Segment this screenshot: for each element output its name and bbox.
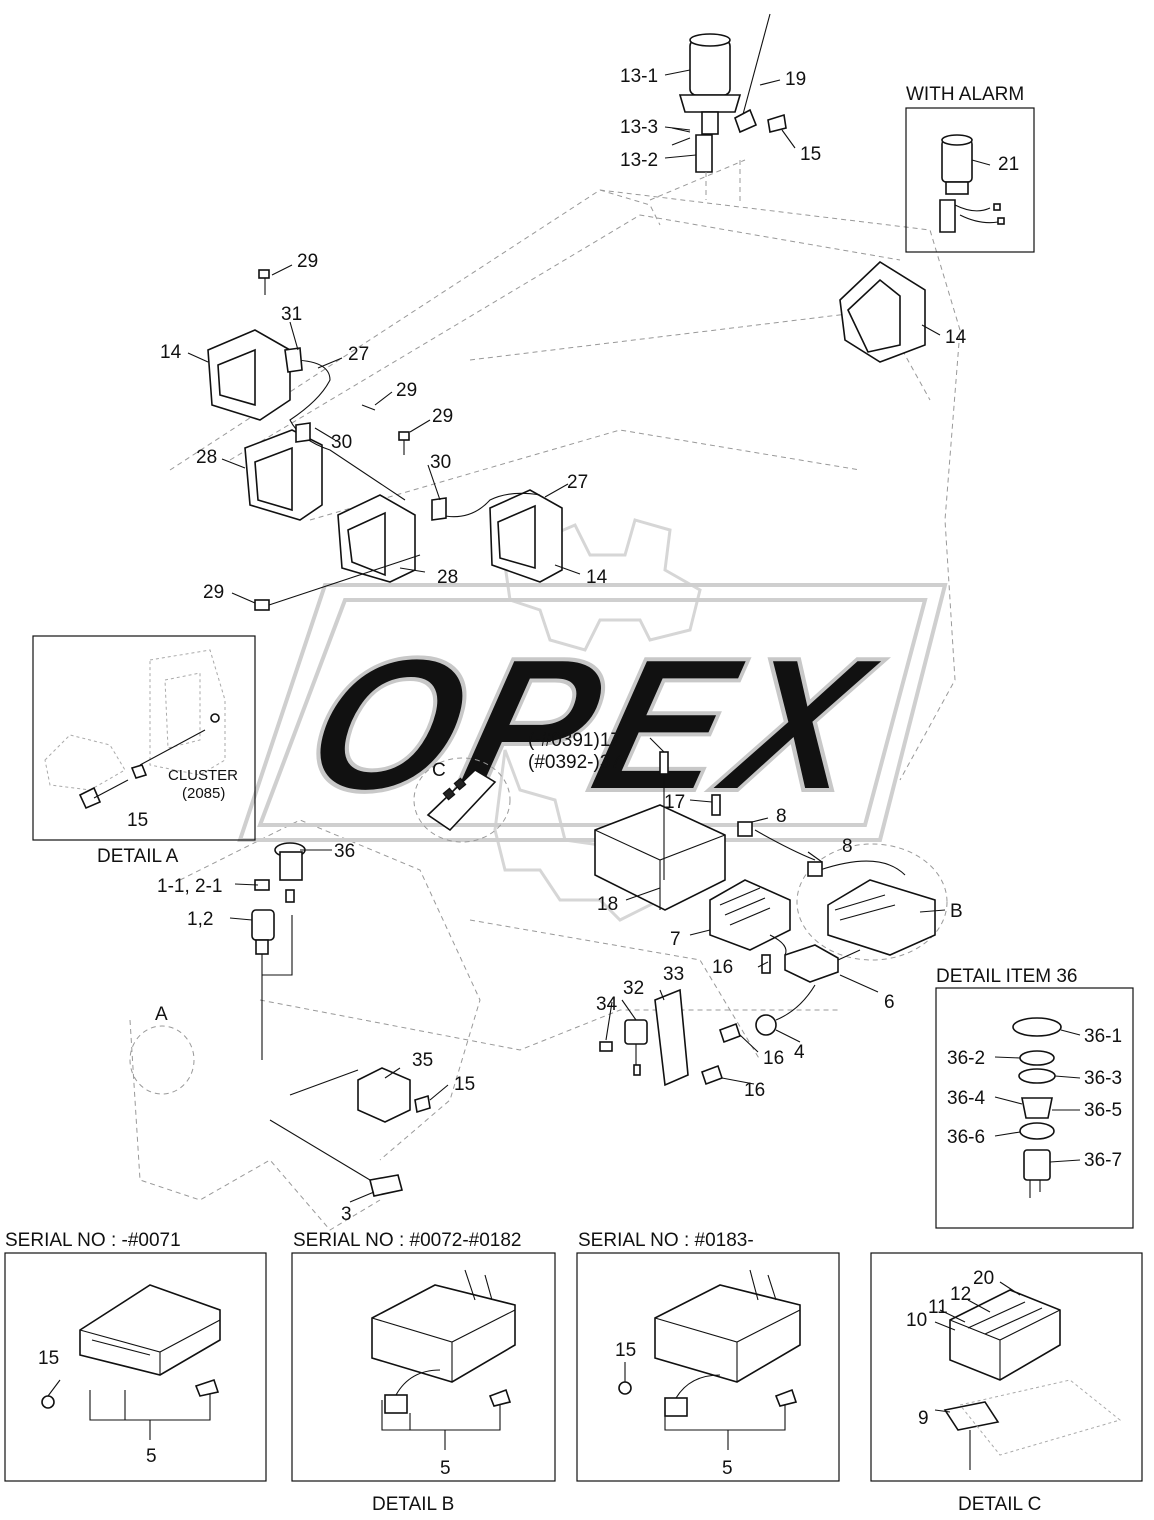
header-detail-a: DETAIL A [97, 846, 179, 867]
callout-serial2-5: 5 [440, 1458, 451, 1479]
detail-item-36-inset [935, 987, 1134, 1229]
callout-3: 3 [341, 1204, 352, 1225]
header-with-alarm: WITH ALARM [906, 84, 1024, 105]
part-callouts: 13-1 13-3 13-2 19 15 21 29 31 27 14 14 2… [38, 66, 1122, 1479]
callout-19: 19 [785, 69, 806, 90]
callout-c-12: 12 [950, 1284, 971, 1305]
callout-7: 7 [670, 929, 681, 950]
callout-29-d: 29 [203, 582, 224, 603]
header-detail-b: DETAIL B [372, 1494, 454, 1515]
callout-14-right: 14 [945, 327, 967, 348]
callout-1-2: 1,2 [187, 909, 213, 930]
cluster-number: (2085) [182, 785, 225, 802]
with-alarm-inset [905, 107, 1035, 253]
callout-36-7: 36-7 [1084, 1150, 1122, 1171]
callout-serial3-15: 15 [615, 1340, 636, 1361]
callout-36-5: 36-5 [1084, 1100, 1122, 1121]
callout-36-2: 36-2 [947, 1048, 985, 1069]
serial-inset-1 [4, 1252, 267, 1482]
callout-29-b: 29 [396, 380, 417, 401]
callout-31: 31 [281, 304, 302, 325]
section-headers: WITH ALARM DETAIL A CLUSTER (2085) DETAI… [5, 84, 1077, 1515]
watermark-text: OPEX [288, 618, 897, 831]
callout-36-3: 36-3 [1084, 1068, 1122, 1089]
callout-37-note: (#0392-)37 [528, 752, 621, 773]
callout-29-a: 29 [297, 251, 318, 272]
serial-inset-3 [576, 1252, 840, 1482]
callout-30-a: 30 [331, 432, 352, 453]
callout-serial1-15: 15 [38, 1348, 59, 1369]
callout-15-top: 15 [800, 144, 821, 165]
callout-15-cluster: 15 [127, 810, 148, 831]
header-serial-2: SERIAL NO : #0072-#0182 [293, 1230, 522, 1251]
callout-28-a: 28 [196, 447, 217, 468]
cluster-label: CLUSTER [168, 767, 238, 784]
callout-16-c: 16 [744, 1080, 765, 1101]
callout-1-1-2-1: 1-1, 2-1 [157, 876, 222, 897]
callout-33: 33 [663, 964, 684, 985]
controller-units [594, 751, 948, 1036]
switch-panel-c [413, 757, 511, 843]
callout-21: 21 [998, 154, 1019, 175]
callout-c-10: 10 [906, 1310, 927, 1331]
callout-35: 35 [412, 1050, 433, 1071]
leader-lines [47, 69, 1081, 1413]
work-lamps [207, 260, 926, 611]
callout-15-mid: 15 [454, 1074, 475, 1095]
ignition-and-socket [251, 842, 306, 1060]
callout-28-b: 28 [437, 567, 458, 588]
callout-16-a: 16 [712, 957, 733, 978]
watermark: OPEX [237, 511, 948, 922]
serial-inset-2 [291, 1252, 556, 1482]
callout-4: 4 [794, 1042, 805, 1063]
cab-outline [129, 189, 961, 1231]
callout-29-c: 29 [432, 406, 453, 427]
callout-13-2: 13-2 [620, 150, 658, 171]
lower-parts [129, 988, 742, 1197]
callout-17-note: (-#0391)17 [528, 730, 621, 751]
callout-17: 17 [664, 792, 685, 813]
callout-14-mid: 14 [586, 567, 608, 588]
callout-14-left: 14 [160, 342, 182, 363]
callout-16-b: 16 [763, 1048, 784, 1069]
callout-b: B [950, 901, 963, 922]
callout-serial1-5: 5 [146, 1446, 157, 1467]
callout-13-3: 13-3 [620, 117, 658, 138]
callout-27-a: 27 [348, 344, 369, 365]
callout-6: 6 [884, 992, 895, 1013]
callout-c-9: 9 [918, 1408, 929, 1429]
callout-8-b: 8 [842, 836, 853, 857]
callout-13-1: 13-1 [620, 66, 658, 87]
callout-34: 34 [596, 994, 618, 1015]
callout-32: 32 [623, 978, 644, 999]
callout-serial3-5: 5 [722, 1458, 733, 1479]
beacon-antenna-assembly [649, 13, 787, 205]
header-detail-item-36: DETAIL ITEM 36 [936, 966, 1077, 987]
callout-30-b: 30 [430, 452, 451, 473]
callout-c-20: 20 [973, 1268, 994, 1289]
callout-36-4: 36-4 [947, 1088, 985, 1109]
callout-8-a: 8 [776, 806, 787, 827]
callout-27-b: 27 [567, 472, 588, 493]
callout-a: A [155, 1004, 168, 1025]
callout-18: 18 [597, 894, 618, 915]
header-detail-c: DETAIL C [958, 1494, 1041, 1515]
detail-c-inset [870, 1252, 1143, 1482]
header-serial-1: SERIAL NO : -#0071 [5, 1230, 181, 1251]
callout-36-6: 36-6 [947, 1127, 985, 1148]
callout-c-11: 11 [928, 1297, 948, 1318]
header-serial-3: SERIAL NO : #0183- [578, 1230, 754, 1251]
callout-36: 36 [334, 841, 355, 862]
callout-c: C [432, 760, 446, 781]
callout-36-1: 36-1 [1084, 1026, 1122, 1047]
detail-a-inset [32, 635, 256, 841]
